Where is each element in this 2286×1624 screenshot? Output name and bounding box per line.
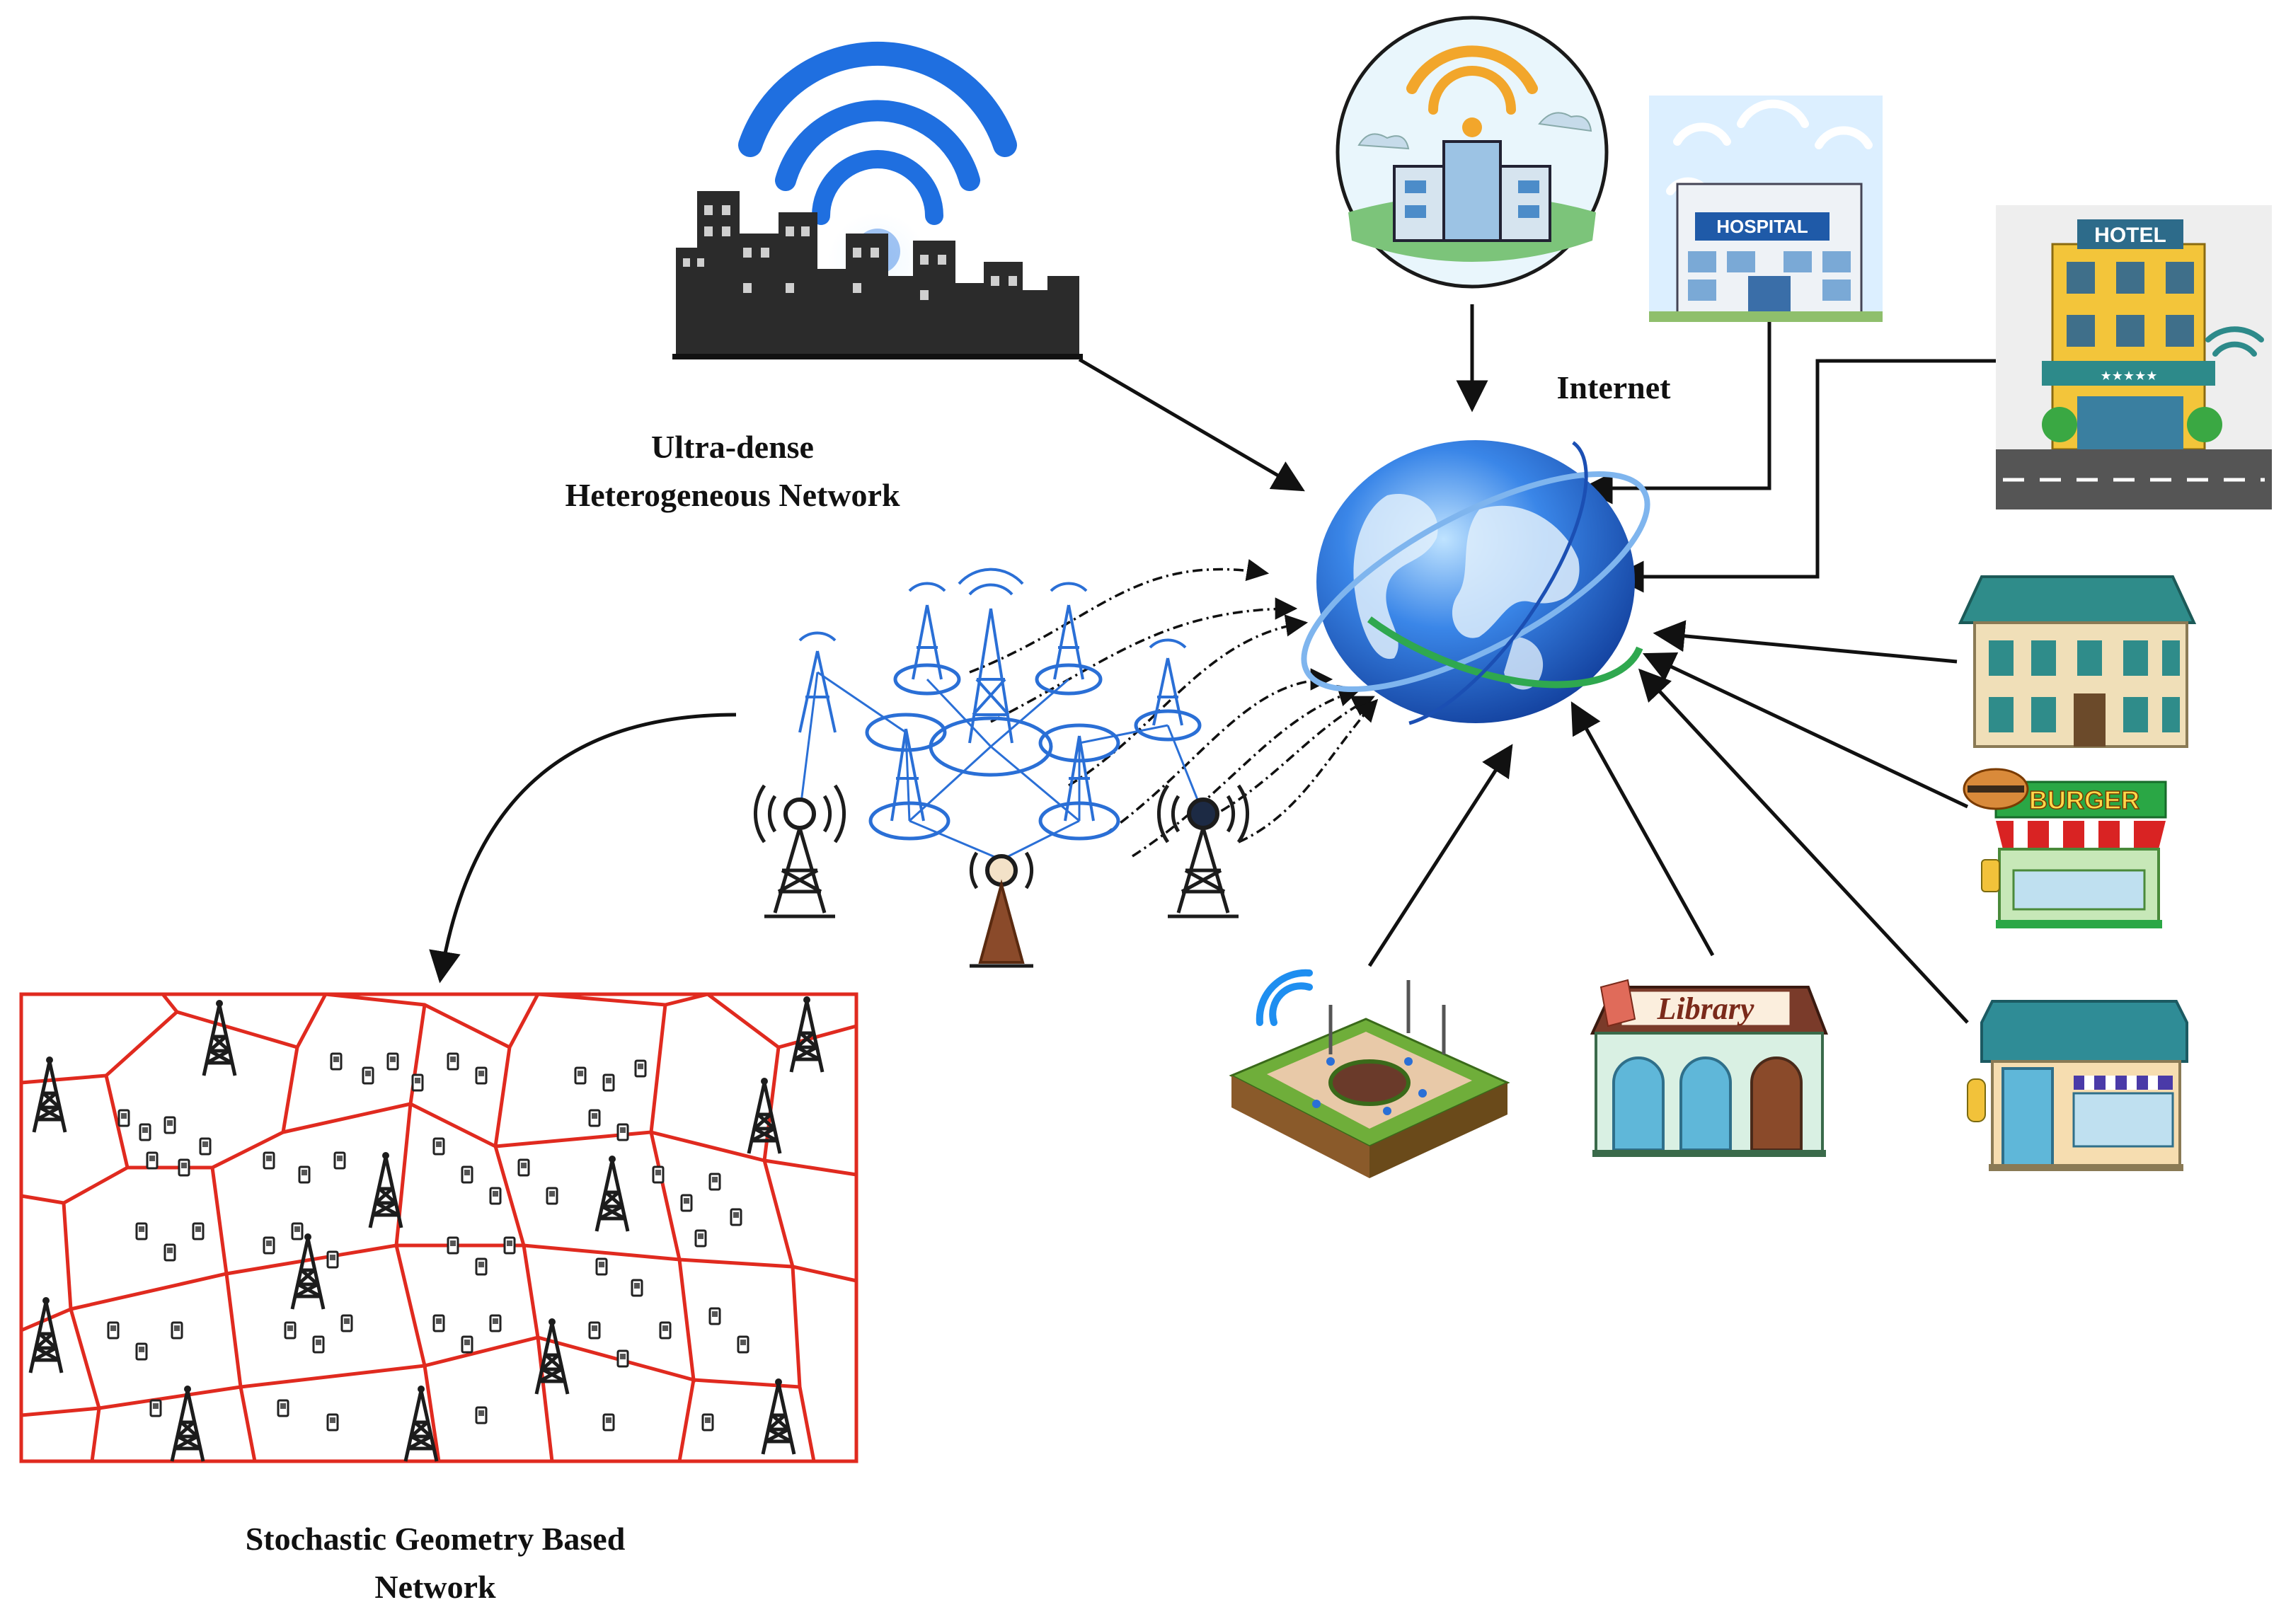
apartment-icon — [1958, 575, 2197, 748]
library-sign: Library — [1657, 991, 1754, 1026]
hospital-icon: HOSPITAL — [1649, 96, 1883, 322]
hotel-icon: HOTEL ★★★★★ — [1996, 205, 2272, 509]
macro-tower-center — [969, 851, 1034, 968]
library-icon: Library — [1590, 979, 1828, 1157]
macro-tower-right — [1157, 784, 1249, 918]
wifi-building-icon — [1336, 16, 1609, 289]
stochastic-label-line2: Network — [374, 1569, 496, 1605]
ultra-dense-label-line1: Ultra-dense — [651, 429, 814, 465]
burger-sign: BURGER — [2029, 785, 2139, 814]
hospital-sign: HOSPITAL — [1716, 216, 1808, 237]
connector-arrows — [429, 304, 1996, 1024]
macro-tower-left — [754, 784, 846, 918]
burger-shop-icon: BURGER — [1963, 768, 2167, 928]
dashed-link-arrows — [969, 559, 1379, 858]
storefront-icon — [1967, 1000, 2188, 1171]
stochastic-label-line1: Stochastic Geometry Based — [246, 1521, 626, 1557]
park-icon — [1229, 969, 1510, 1178]
cell-tower-cluster — [754, 568, 1249, 968]
city-wifi-icon — [672, 41, 1083, 359]
globe-icon — [1301, 436, 1650, 727]
diagram-labels: Internet Ultra-dense Heterogeneous Netwo… — [246, 369, 1671, 1605]
internet-label: Internet — [1557, 369, 1672, 405]
hotel-sign: HOTEL — [2094, 224, 2166, 247]
ultra-dense-label-line2: Heterogeneous Network — [565, 477, 900, 513]
hotel-stars: ★★★★★ — [2101, 369, 2158, 384]
voronoi-network — [19, 992, 858, 1463]
